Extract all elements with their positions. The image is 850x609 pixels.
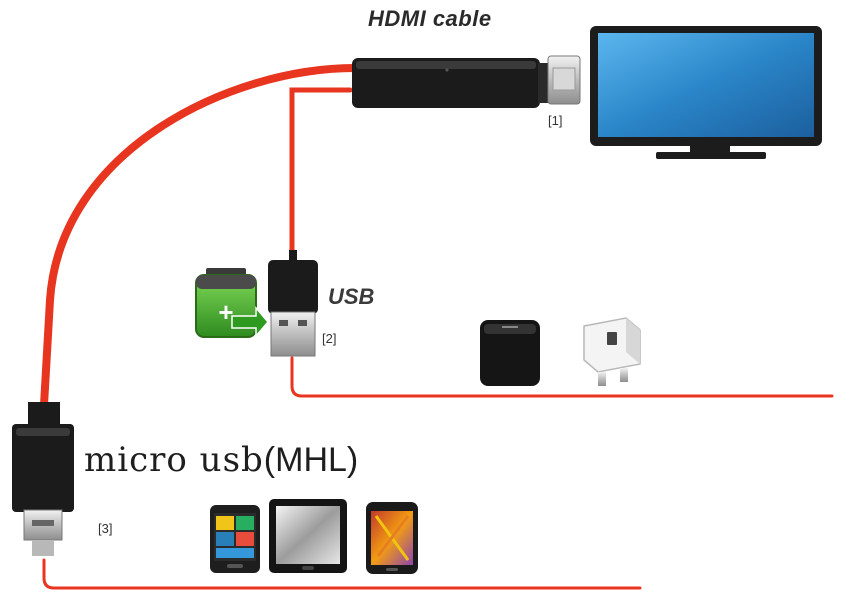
- wall-charger-icon: [583, 317, 641, 386]
- mhl-text: (MHL): [263, 441, 359, 479]
- android-phone-icon: [366, 502, 418, 574]
- smartphone-icon: [210, 505, 260, 573]
- usb-connector: [268, 250, 318, 357]
- hdmi-connector: [352, 55, 581, 108]
- svg-text:+: +: [218, 297, 233, 327]
- reference-2: [2]: [322, 331, 337, 346]
- hdmi-cable-label: HDMI cable: [368, 6, 492, 31]
- power-bank-icon: [480, 320, 540, 386]
- micro-usb-label: micro usb(MHL): [84, 440, 358, 480]
- battery-icon: +: [195, 268, 269, 339]
- micro-usb-connector: [12, 402, 74, 556]
- tablet-icon: [269, 499, 347, 573]
- reference-1: [1]: [548, 113, 563, 128]
- main-cable: [40, 64, 359, 409]
- micro-usb-text: micro usb: [84, 440, 264, 480]
- tv-icon: [590, 26, 822, 159]
- usb-branch-cable: [289, 87, 353, 261]
- usb-label: USB: [328, 284, 375, 309]
- usb-output-line: [290, 356, 834, 398]
- micro-output-line: [42, 558, 642, 590]
- cables: [40, 64, 834, 590]
- reference-3: [3]: [98, 521, 113, 536]
